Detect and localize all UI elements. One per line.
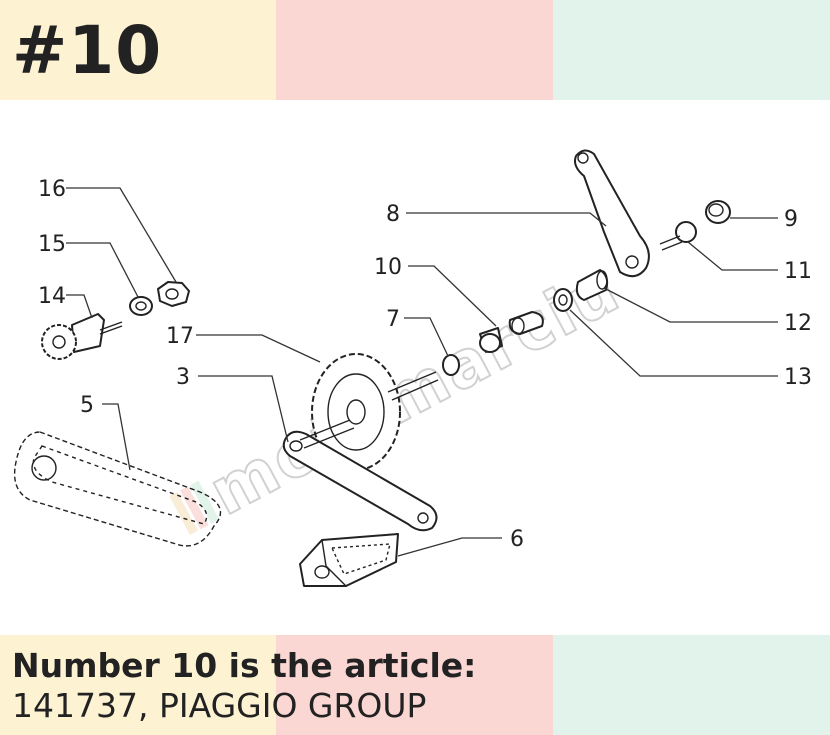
callout-label-14: 14 xyxy=(38,284,66,309)
caption-title: Number 10 is the article: xyxy=(12,646,477,685)
part-12-spacer xyxy=(575,269,609,301)
callout-14: 14 xyxy=(38,284,93,319)
part-14-tensioner-sprocket xyxy=(41,313,123,360)
callout-label-16: 16 xyxy=(38,177,66,202)
part-13-washer xyxy=(553,288,573,312)
part-16-nut xyxy=(157,281,190,307)
part-11-bolt xyxy=(659,221,697,251)
footer-color-band xyxy=(0,635,830,735)
header-color-band xyxy=(0,0,830,100)
callout-5: 5 xyxy=(80,393,131,471)
part-15-washer xyxy=(129,296,153,316)
band-segment-mint xyxy=(553,0,830,100)
part-5-chain xyxy=(13,431,222,547)
band-segment-yellow xyxy=(0,635,276,735)
callout-15: 15 xyxy=(38,232,139,298)
band-segment-yellow xyxy=(0,0,276,100)
band-segment-pink xyxy=(276,635,553,735)
callout-9: 9 xyxy=(730,207,798,232)
callout-label-6: 6 xyxy=(510,527,524,552)
part-8-lever xyxy=(574,149,650,278)
page-number-heading: #10 xyxy=(12,12,163,89)
callout-8: 8 xyxy=(386,202,607,227)
part-17-chainring xyxy=(311,353,401,471)
callout-label-11: 11 xyxy=(784,259,812,284)
callout-12: 12 xyxy=(603,287,812,336)
callout-label-9: 9 xyxy=(784,207,798,232)
callout-17: 17 xyxy=(166,324,321,363)
part-6-pedal xyxy=(299,533,399,587)
part-7-spindle xyxy=(387,354,460,401)
caption-article-number: 141737, PIAGGIO GROUP xyxy=(12,686,427,725)
part-9-cap xyxy=(705,200,731,224)
callout-label-5: 5 xyxy=(80,393,94,418)
exploded-parts-diagram: motomarciu xyxy=(13,149,812,587)
callout-7: 7 xyxy=(386,307,449,357)
band-segment-mint xyxy=(553,635,830,735)
callout-16: 16 xyxy=(38,177,177,283)
callout-label-17: 17 xyxy=(166,324,194,349)
part-3-crank-arm xyxy=(282,419,438,532)
callout-label-15: 15 xyxy=(38,232,66,257)
callout-label-8: 8 xyxy=(386,202,400,227)
callout-3: 3 xyxy=(176,365,289,443)
callout-label-7: 7 xyxy=(386,307,400,332)
callout-label-10: 10 xyxy=(374,255,402,280)
band-segment-pink xyxy=(276,0,553,100)
callout-11: 11 xyxy=(687,241,812,284)
callout-10: 10 xyxy=(374,255,497,327)
callout-label-12: 12 xyxy=(784,311,812,336)
callout-label-13: 13 xyxy=(784,365,812,390)
callout-label-3: 3 xyxy=(176,365,190,390)
callout-13: 13 xyxy=(569,309,812,390)
callout-6: 6 xyxy=(397,527,524,557)
part-10-bushing xyxy=(479,311,544,353)
